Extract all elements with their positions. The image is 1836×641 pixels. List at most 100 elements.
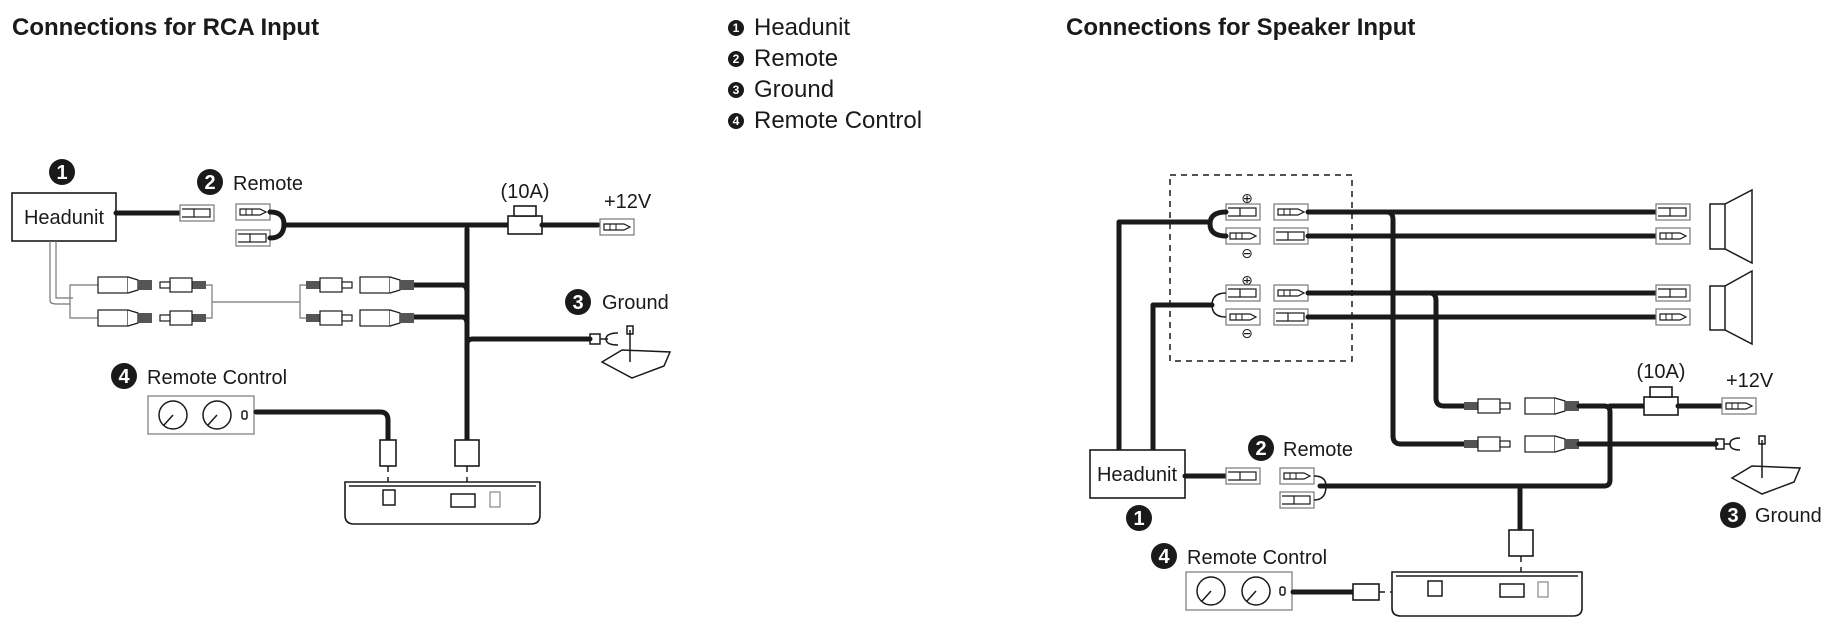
- remote-number: 2: [204, 172, 215, 194]
- remote-control-unit: [147, 395, 255, 435]
- harness-plug-icon: [1508, 529, 1534, 557]
- number-badge-icon: [197, 169, 223, 195]
- chassis-ground-icon: [1730, 465, 1802, 495]
- screw-head-icon: [1758, 435, 1766, 445]
- spade-connector-icon: [179, 204, 215, 222]
- remote-control-number: 4: [118, 366, 130, 388]
- plus-sign: ⊕: [1241, 273, 1253, 289]
- spade-connector-icon: [1225, 308, 1261, 326]
- number-badge-icon: [1126, 505, 1152, 531]
- spade-connector-icon: [1273, 284, 1309, 302]
- remote-number: 2: [1255, 438, 1266, 460]
- headunit-label: Headunit: [24, 207, 105, 229]
- speaker-tap-region: [1169, 174, 1353, 362]
- number-badge-icon: 3: [728, 81, 744, 98]
- rca-plug-icon: [305, 310, 353, 326]
- number-badge-icon: [1151, 543, 1177, 569]
- legend-item-headunit: 1 Headunit: [728, 12, 922, 43]
- rj-port-icon: [1427, 580, 1443, 597]
- spade-connector-icon: [1225, 284, 1261, 302]
- rj-plug-icon: [379, 439, 397, 467]
- fuse-holder-icon: [1643, 396, 1679, 416]
- spade-connector-icon: [1279, 491, 1315, 509]
- power-connector-icon: [599, 218, 635, 236]
- spade-connector-icon: [1225, 203, 1261, 221]
- amplifier-unit: [344, 481, 541, 525]
- ground-number: 3: [1727, 505, 1738, 527]
- legend-item-ground: 3 Ground: [728, 74, 922, 105]
- harness-plug-icon: [454, 439, 480, 467]
- rear-speaker-wire: [1150, 302, 1215, 453]
- power-connector-icon: [1721, 397, 1757, 415]
- knob-icon: [1196, 576, 1226, 606]
- spade-connector-icon: [1225, 227, 1261, 245]
- fuse-icon: [513, 205, 537, 217]
- number-badge-icon: [49, 159, 75, 185]
- rj-plug-icon: [1352, 583, 1380, 601]
- remote-control-unit: [1185, 571, 1293, 611]
- knob-icon: [202, 400, 232, 430]
- legend-item-remote-control: 4 Remote Control: [728, 105, 922, 136]
- speaker-tap-wire: [1207, 209, 1229, 239]
- number-badge-icon: 2: [728, 50, 744, 67]
- ring-terminal-icon: [589, 332, 619, 346]
- number-badge-icon: [565, 289, 591, 315]
- ground-label: Ground: [1755, 505, 1822, 527]
- rca-section-title: Connections for RCA Input: [12, 14, 320, 41]
- rca-plug-icon: [1463, 436, 1511, 452]
- rca-plug-icon: [305, 277, 353, 293]
- rca-cable: [55, 241, 98, 319]
- rca-jack-icon: [1524, 435, 1580, 453]
- knob-pointer: [1246, 590, 1257, 602]
- rca-jack-icon: [1524, 397, 1580, 415]
- spade-connector-icon: [1655, 284, 1691, 302]
- minus-sign: ⊖: [1241, 246, 1253, 262]
- spade-connector-icon: [1655, 227, 1691, 245]
- headunit-label: Headunit: [1097, 464, 1178, 486]
- spade-connector-icon: [1279, 467, 1315, 485]
- amplifier-unit: [1391, 571, 1583, 617]
- knob-icon: [1241, 576, 1271, 606]
- headunit-number: 1: [56, 162, 67, 184]
- number-badge-icon: [1248, 435, 1274, 461]
- speaker-icon: [1709, 269, 1753, 346]
- wire-segment: [405, 314, 470, 327]
- remote-label: Remote: [1283, 439, 1353, 461]
- number-badge-icon: 4: [728, 112, 744, 129]
- speaker-output-wire: [1427, 290, 1467, 409]
- number-badge-icon: [1720, 502, 1746, 528]
- legend-label: Remote: [754, 44, 839, 72]
- chassis-ground-icon: [600, 349, 672, 379]
- remote-control-label: Remote Control: [1187, 547, 1327, 569]
- speaker-input-diagram: ⊕ ⊖ ⊕ ⊖ (10A): [1089, 174, 1822, 617]
- remote-control-label: Remote Control: [147, 367, 287, 389]
- spade-connector-icon: [1273, 203, 1309, 221]
- spade-connector-icon: [235, 203, 271, 221]
- minus-sign: ⊖: [1241, 326, 1253, 342]
- legend-item-remote: 2 Remote: [728, 43, 922, 74]
- legend: 1 Headunit 2 Remote 3 Ground 4 Remote Co…: [728, 12, 922, 136]
- number-badge-icon: [111, 363, 137, 389]
- rca-plug-icon: [1463, 398, 1511, 414]
- rca-cable: [206, 284, 306, 319]
- power-label: +12V: [604, 191, 652, 213]
- power-port-icon: [450, 493, 476, 508]
- spade-connector-icon: [235, 229, 271, 247]
- spade-connector-icon: [1655, 203, 1691, 221]
- rca-cable: [49, 241, 98, 305]
- rj-port-icon: [382, 489, 396, 506]
- speaker-output-wire: [1384, 209, 1467, 447]
- led-icon: [1279, 586, 1286, 596]
- number-badge-icon: 1: [728, 19, 744, 36]
- remote-label: Remote: [233, 173, 303, 195]
- legend-label: Headunit: [754, 13, 851, 41]
- ring-terminal-icon: [1715, 437, 1741, 451]
- legend-label: Ground: [754, 75, 835, 103]
- fuse-icon: [1649, 386, 1673, 398]
- dashed-guide: [387, 466, 468, 484]
- ground-label: Ground: [602, 292, 669, 314]
- front-speaker-wire: [1116, 219, 1213, 453]
- wire-segment: [405, 282, 470, 295]
- power-port-icon: [1499, 583, 1525, 598]
